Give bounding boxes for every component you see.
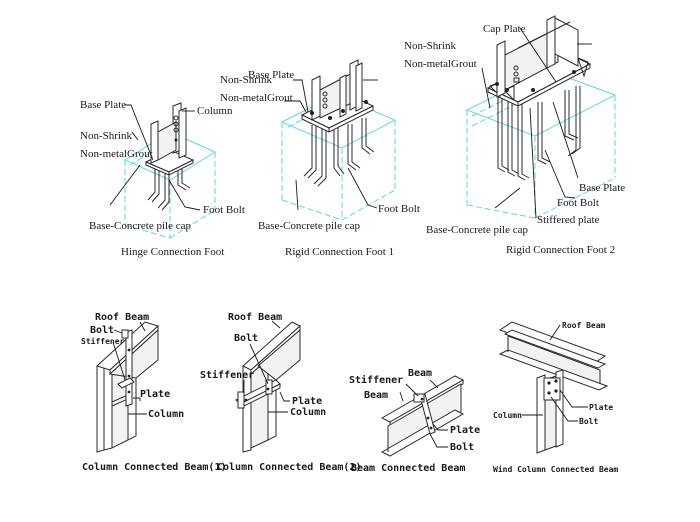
label-pile-cap: Base-Concrete pile cap (89, 220, 192, 232)
beam2-leaders (243, 320, 290, 413)
label-foot-bolt: Foot Bolt (378, 203, 420, 215)
connection-plate (413, 393, 436, 435)
label-column: Column (197, 105, 233, 117)
label-bolt: Bolt (90, 325, 114, 336)
caption-rigid-connection-foot-2: Rigid Connection Foot 2 (506, 244, 615, 256)
label-stiffener: Stiffener (81, 336, 125, 346)
label-beam-top: Beam (408, 368, 432, 379)
connection-plate (543, 377, 561, 401)
caption-column-connected-beam-1: Column Connected Beam(1) (82, 462, 227, 473)
roof-beam-member (96, 321, 159, 379)
hinge-connection-foot-diagram: Base Plate Column Non-Shrink Non-metalGr… (80, 99, 245, 258)
label-base-plate: Base Plate (248, 69, 294, 81)
column-connected-beam-1-diagram: Roof Beam Bolt Stiffener Plate Column Co… (81, 312, 227, 473)
label-plate: Plate (292, 396, 322, 407)
label-grout: Non-metalGrout (80, 148, 153, 160)
rigid-connection-foot-1-diagram: Base Plate Non-Shrink Non-metalGrout Foo… (220, 59, 420, 258)
label-bolt: Bolt (579, 417, 598, 426)
column-section (311, 59, 363, 121)
label-plate: Plate (140, 389, 170, 400)
label-grout: Non-metalGrout (220, 92, 293, 104)
wind-leaders (522, 324, 588, 422)
label-non-shrink: Non-Shrink (404, 40, 456, 52)
label-plate: Plate (589, 403, 613, 412)
label-bolt: Bolt (234, 333, 258, 344)
label-column: Column (148, 409, 184, 420)
caption-hinge-connection-foot: Hinge Connection Foot (121, 246, 224, 258)
wind-column-connected-beam-diagram: Roof Beam Plate Column Bolt Wind Column … (493, 321, 618, 474)
beambeam-leaders (399, 379, 448, 448)
label-roof-beam: Roof Beam (95, 312, 149, 323)
rigid-connection-foot-2-diagram: Cap Plate Non-Shrink Non-metalGrout Base… (404, 15, 625, 256)
label-base-plate: Base Plate (80, 99, 126, 111)
caption-column-connected-beam-2: Column Connected Beam(2) (217, 462, 362, 473)
foot-bolts (147, 166, 191, 211)
rigid2-leaders (481, 27, 592, 219)
rigid1-leaders (284, 79, 378, 211)
label-foot-bolt: Foot Bolt (203, 204, 245, 216)
foot-bolts (497, 86, 581, 181)
label-stiffener: Stiffener (349, 374, 403, 386)
roof-beam-member (242, 321, 301, 381)
caption-beam-connected-beam: Beam Connected Beam (351, 463, 465, 474)
label-stiffener: Stiffener (200, 369, 254, 381)
caption-wind-column-connected-beam: Wind Column Connected Beam (493, 464, 618, 474)
label-column: Column (493, 411, 522, 420)
column-section (150, 102, 187, 164)
label-beam-left: Beam (364, 390, 388, 401)
label-plate: Plate (450, 425, 480, 436)
beam1-leaders (112, 321, 147, 415)
anchor-nuts (495, 65, 576, 92)
label-cap-plate: Cap Plate (483, 23, 526, 35)
connection-plate (117, 329, 135, 407)
label-bolt: Bolt (450, 442, 474, 453)
caption-rigid-connection-foot-1: Rigid Connection Foot 1 (285, 246, 394, 258)
label-column: Column (290, 407, 326, 418)
foot-bolts (303, 118, 375, 187)
label-foot-bolt: Foot Bolt (557, 197, 599, 209)
label-pile-cap: Base-Concrete pile cap (258, 220, 361, 232)
label-non-shrink: Non-Shrink (220, 74, 272, 86)
label-roof-beam: Roof Beam (228, 312, 282, 323)
beam-connected-beam-diagram: Stiffener Beam Beam Plate Bolt Beam Conn… (349, 368, 480, 474)
label-roof-beam: Roof Beam (562, 321, 606, 330)
label-grout: Non-metalGrout (404, 58, 477, 70)
column-connected-beam-2-diagram: Roof Beam Bolt Stiffener Plate Column Co… (200, 312, 362, 473)
label-base-plate: Base Plate (579, 182, 625, 194)
label-pile-cap: Base-Concrete pile cap (426, 224, 529, 236)
hinge-leaders (109, 104, 201, 211)
anchor-nuts (173, 115, 179, 142)
roof-beam-member (498, 321, 609, 391)
connection-plate (235, 379, 281, 409)
label-non-shrink: Non-Shrink (80, 130, 132, 142)
anchor-nuts (310, 91, 368, 120)
label-stiffened-plate: Stiffered plate (537, 214, 600, 226)
